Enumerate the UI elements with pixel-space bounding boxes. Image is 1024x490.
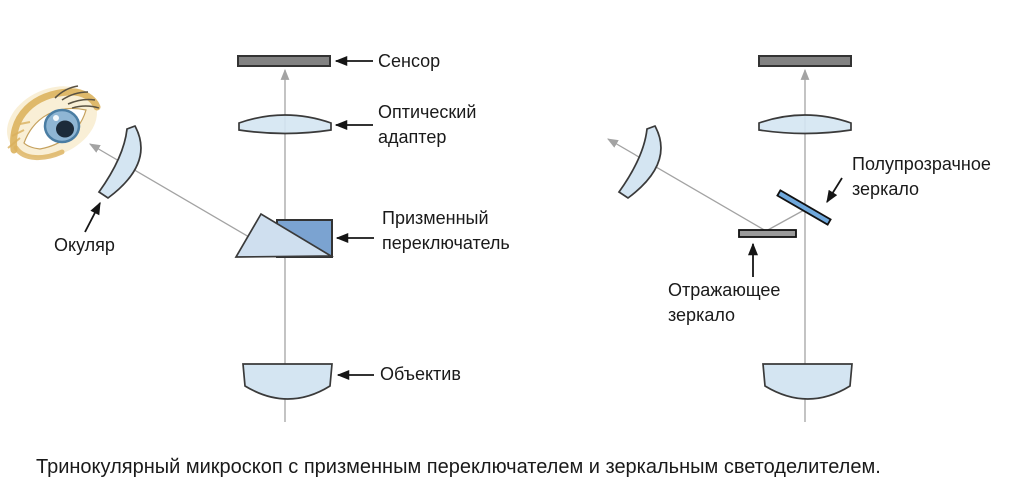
sensor-bar-right — [758, 55, 852, 67]
semi-mirror-label-arrow — [826, 177, 843, 204]
semi-transparent-mirror — [776, 189, 832, 226]
objective-lens-right — [762, 363, 853, 400]
eyepiece-lens-left — [97, 124, 142, 200]
eyepiece-lens-right — [617, 124, 662, 200]
eyepiece-label-arrow — [84, 201, 101, 233]
optical-schematic-canvas — [7, 55, 853, 422]
objective-lens-left — [242, 363, 333, 400]
split-ray-to-eyepiece — [607, 138, 767, 232]
left-diagram — [7, 55, 374, 422]
prism-switcher-prism — [234, 212, 335, 258]
optical-adapter-lens-right — [758, 114, 852, 135]
sensor-bar-left — [237, 55, 331, 67]
optical-adapter-lens-left — [238, 114, 332, 135]
objective-label: Объектив — [380, 364, 461, 384]
sensor-label: Сенсор — [378, 51, 441, 71]
eye-illustration — [7, 85, 101, 160]
semi-transparent-mirror-label: Полупрозрачное зеркало — [852, 154, 991, 199]
split-ray-down — [765, 208, 807, 232]
optical-adapter-label: Оптический адаптер — [378, 102, 477, 147]
prism-switcher-label: Призменный переключатель — [382, 208, 510, 253]
reflecting-mirror-label: Отражающее зеркало — [668, 280, 781, 325]
reflecting-mirror — [738, 229, 797, 238]
figure-caption: Тринокулярный микроскоп с призменным пер… — [36, 456, 881, 478]
eyepiece-label: Окуляр — [54, 235, 115, 255]
right-diagram — [607, 55, 853, 422]
